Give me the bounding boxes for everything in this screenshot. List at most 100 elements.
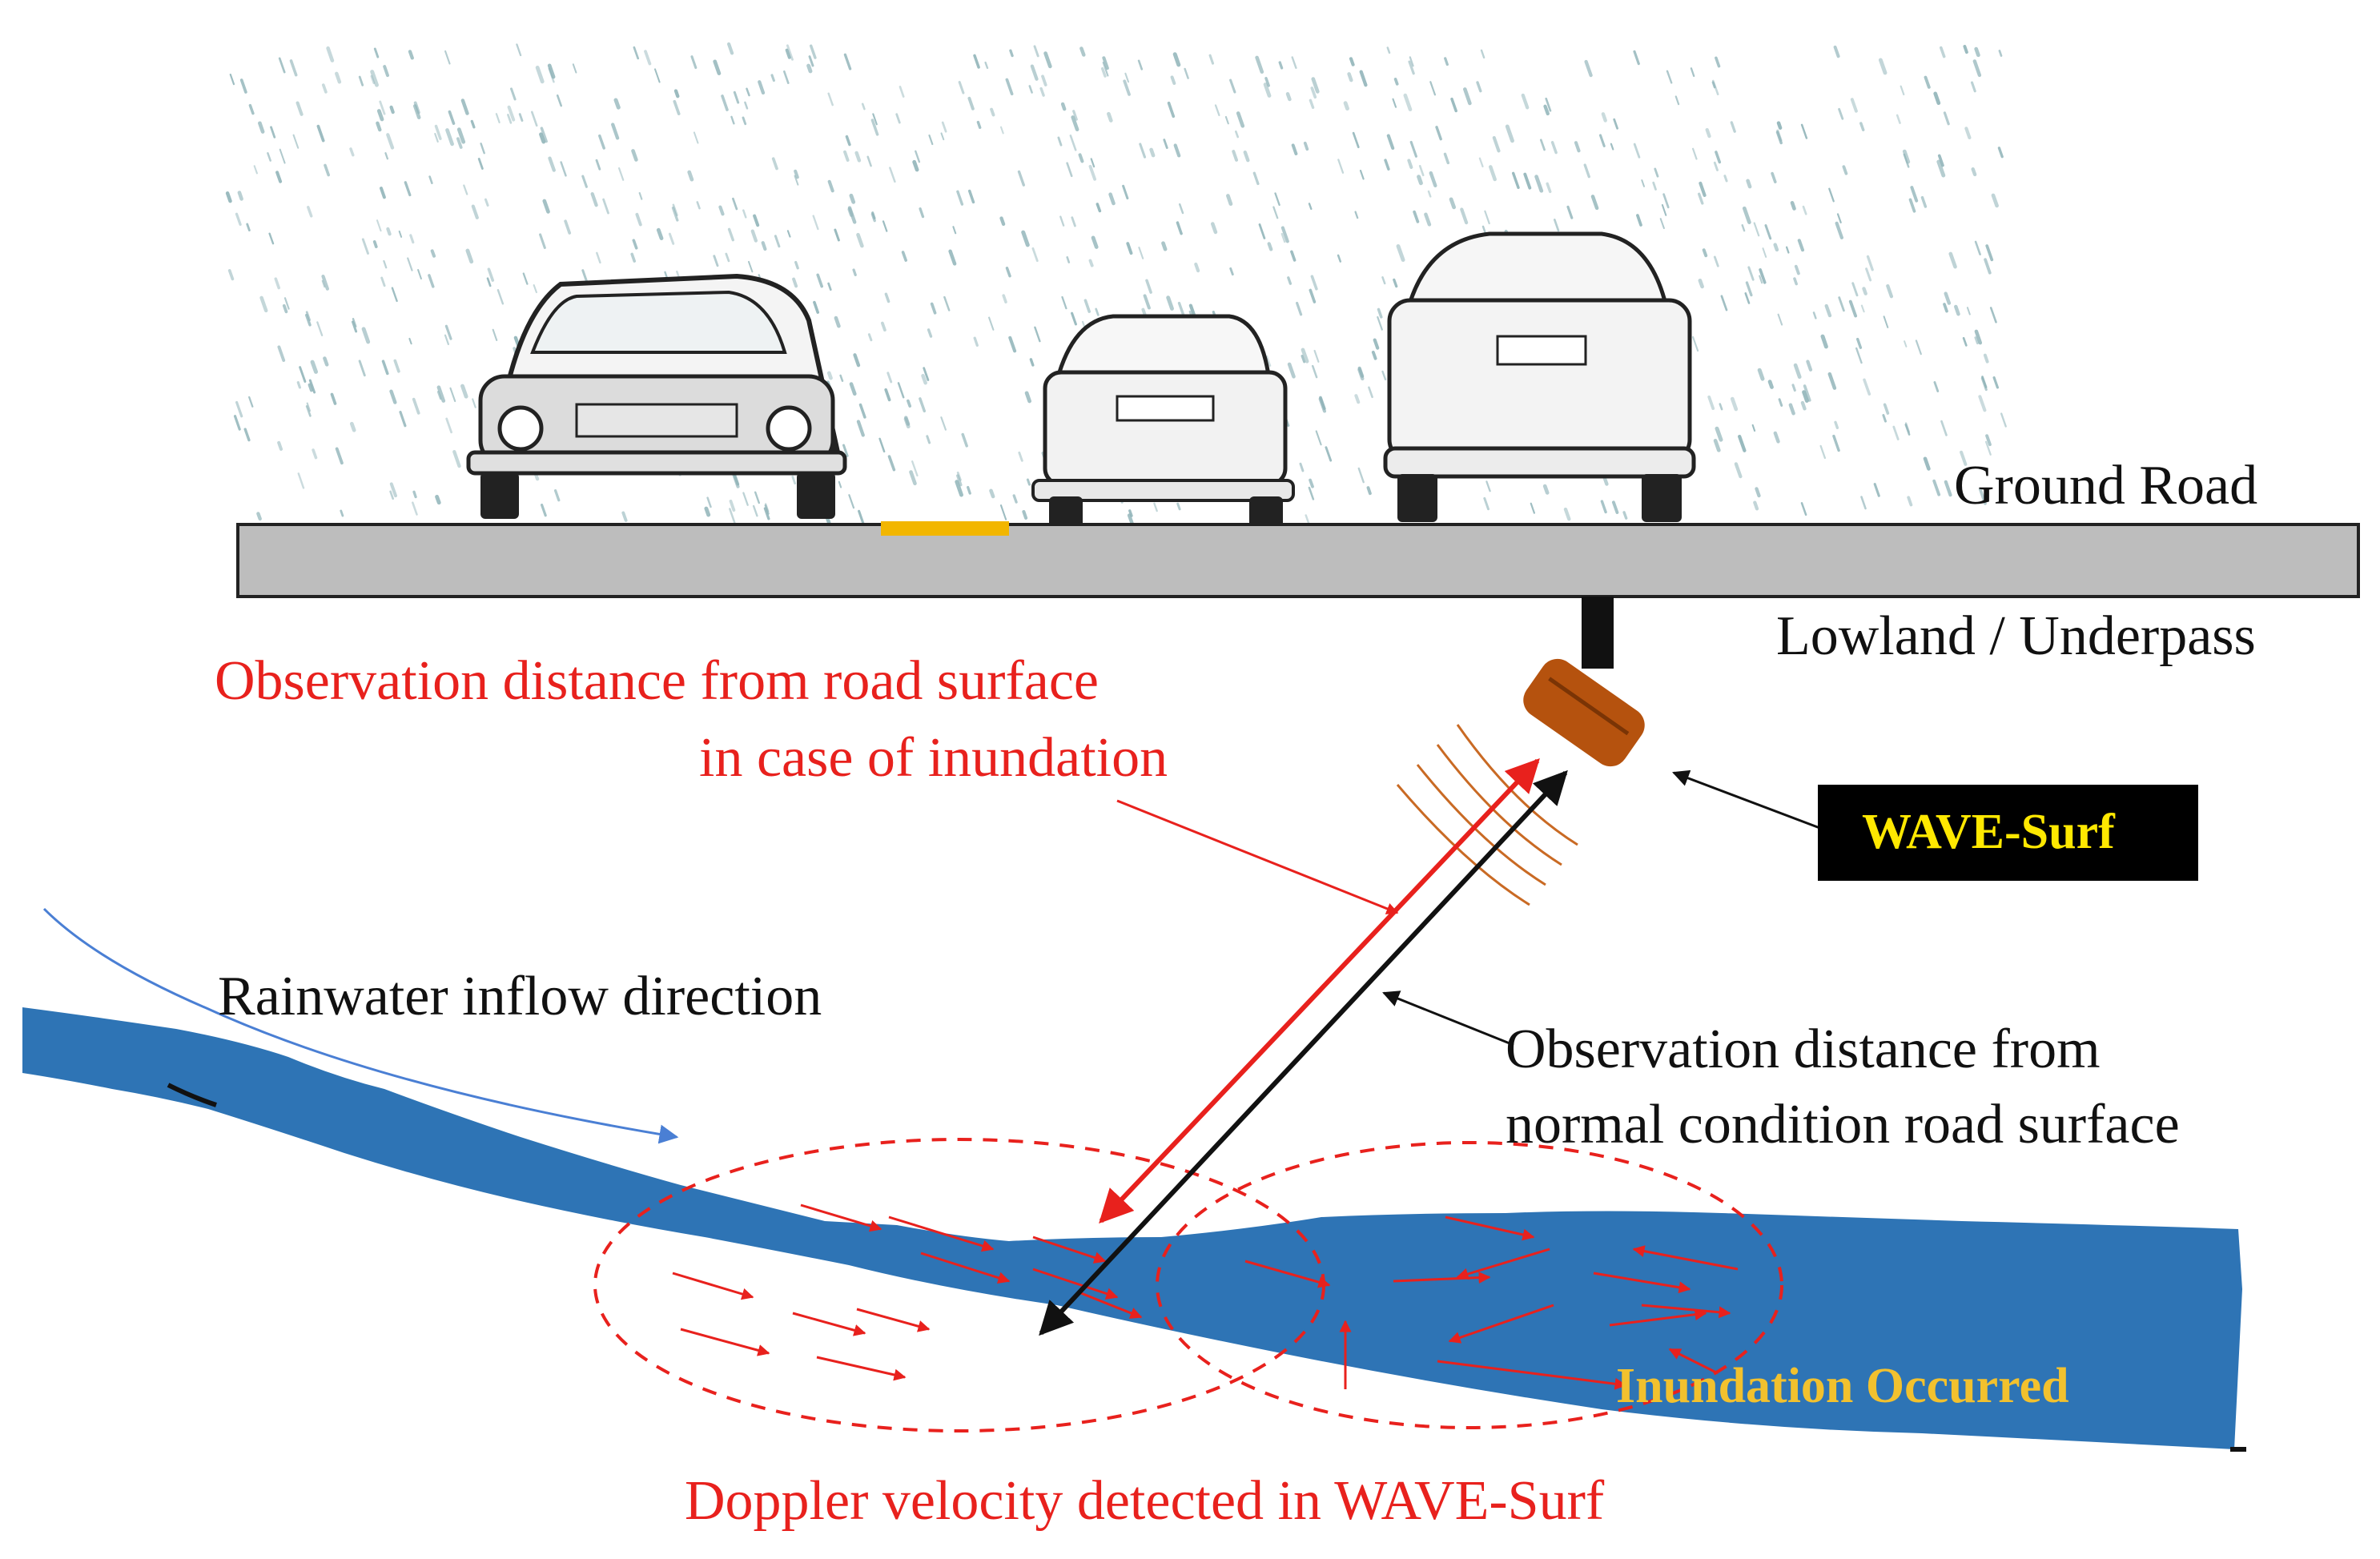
raindrop <box>530 110 538 127</box>
raindrop <box>389 105 395 115</box>
raindrop <box>225 191 232 203</box>
raindrop <box>1429 171 1437 188</box>
raindrop <box>445 128 454 147</box>
raindrop <box>1124 72 1130 83</box>
raindrop <box>952 226 957 235</box>
raindrop <box>1088 164 1097 181</box>
raindrop <box>274 277 281 290</box>
raindrop <box>812 215 819 231</box>
raindrop <box>1409 56 1414 67</box>
raindrop <box>1892 425 1900 440</box>
inundation-distance-label-line2: in case of inundation <box>699 727 1168 789</box>
raindrop <box>1309 288 1317 303</box>
normal-distance-label-line1: Observation distance from <box>1506 1019 2101 1080</box>
raindrop <box>1835 221 1843 239</box>
raindrop <box>1059 215 1065 227</box>
raindrop <box>1417 175 1423 186</box>
raindrop <box>1299 462 1305 472</box>
raindrop <box>1041 74 1047 86</box>
raindrop <box>235 400 243 418</box>
raindrop <box>1832 434 1840 452</box>
raindrop <box>827 92 834 106</box>
raindrop <box>472 398 476 408</box>
raindrop <box>1057 136 1063 147</box>
raindrop <box>729 500 736 512</box>
raindrop <box>1659 218 1665 229</box>
raindrop <box>452 450 461 468</box>
raindrop <box>1542 484 1550 495</box>
raindrop <box>393 359 400 373</box>
raindrop <box>1550 141 1558 155</box>
raindrop <box>1803 384 1811 402</box>
raindrop <box>967 189 975 204</box>
raindrop <box>295 101 304 116</box>
raindrop <box>1357 366 1365 378</box>
raindrop <box>1904 340 1908 348</box>
raindrop <box>1828 187 1835 203</box>
raindrop <box>792 277 798 288</box>
raindrop <box>542 199 550 214</box>
raindrop <box>595 159 601 171</box>
inundation-distance-arrow <box>1099 757 1540 1224</box>
raindrop <box>408 50 414 60</box>
raindrop <box>1984 258 1992 275</box>
raindrop <box>1900 85 1905 96</box>
raindrop <box>1176 502 1181 511</box>
raindrop <box>598 134 605 150</box>
raindrop <box>540 127 548 143</box>
raindrop <box>786 230 791 238</box>
raindrop <box>602 198 609 215</box>
raindrop <box>428 274 435 288</box>
raindrop <box>1800 400 1807 411</box>
raindrop <box>1409 140 1417 158</box>
raindrop <box>1734 462 1743 479</box>
raindrop <box>471 204 479 219</box>
raindrop <box>1598 134 1606 147</box>
raindrop <box>1022 510 1028 520</box>
raindrop <box>1229 78 1236 94</box>
raindrop <box>460 98 469 115</box>
raindrop <box>1601 112 1607 123</box>
raindrop <box>1715 56 1721 68</box>
raindrop <box>617 167 625 181</box>
raindrop <box>510 87 517 101</box>
rainwater-flow-arrow <box>42 907 679 1144</box>
raindrop <box>376 219 382 232</box>
raindrop <box>465 248 474 264</box>
raindrop <box>1788 403 1795 416</box>
raindrop <box>1730 396 1739 412</box>
raindrop <box>955 480 963 497</box>
raindrop <box>1757 368 1765 381</box>
raindrop <box>1713 161 1719 171</box>
raindrop <box>999 504 1007 520</box>
raindrop <box>1128 509 1133 517</box>
raindrop <box>1751 424 1756 432</box>
raindrop <box>1842 165 1848 175</box>
raindrop <box>376 109 384 122</box>
raindrop <box>794 175 799 186</box>
raindrop <box>456 127 466 144</box>
raindrop <box>1962 336 1968 347</box>
raindrop <box>1127 513 1134 525</box>
raindrop <box>1072 110 1078 121</box>
raindrop <box>1583 163 1590 179</box>
raindrop <box>1444 57 1449 66</box>
raindrop <box>1521 93 1530 110</box>
raindrop <box>1102 56 1109 70</box>
raindrop <box>305 405 312 417</box>
raindrop <box>553 489 561 502</box>
raindrop <box>518 113 524 123</box>
raindrop <box>1933 380 1940 392</box>
raindrop <box>1833 45 1840 58</box>
raindrop <box>1753 500 1759 511</box>
raindrop <box>1771 171 1777 183</box>
raindrop <box>1622 511 1628 520</box>
raindrop <box>282 303 288 314</box>
raindrop <box>1029 358 1035 367</box>
raindrop <box>1017 170 1026 187</box>
raindrop <box>1923 456 1931 471</box>
raindrop <box>1096 203 1102 213</box>
raindrop <box>1974 46 1980 58</box>
raindrop <box>1012 494 1018 504</box>
